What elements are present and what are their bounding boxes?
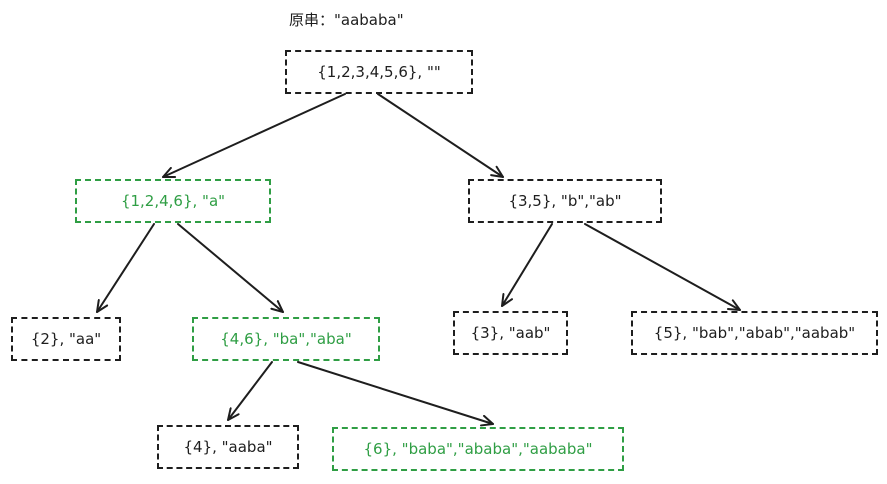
edge-root-to-b-ab: [377, 93, 504, 178]
node-root[interactable]: {1,2,3,4,5,6}, "": [285, 50, 473, 94]
node-bab[interactable]: {5}, "bab","abab","aabab": [631, 311, 878, 355]
node-baba[interactable]: {6}, "baba","ababa","aababa": [332, 427, 624, 471]
node-a[interactable]: {1,2,4,6}, "a": [75, 179, 271, 223]
edge-ba-aba-to-aaba: [227, 361, 273, 421]
edge-b-ab-to-bab: [584, 223, 741, 311]
node-aaba-label: {4}, "aaba": [183, 438, 273, 456]
node-b-ab-label: {3,5}, "b","ab": [508, 192, 622, 210]
node-baba-label: {6}, "baba","ababa","aababa": [363, 440, 593, 458]
edge-root-to-a: [162, 93, 346, 178]
edge-a-to-ba-aba: [177, 223, 284, 313]
node-aab[interactable]: {3}, "aab": [453, 311, 568, 355]
node-ba-aba[interactable]: {4,6}, "ba","aba": [192, 317, 380, 361]
node-root-label: {1,2,3,4,5,6}, "": [317, 63, 441, 81]
node-a-label: {1,2,4,6}, "a": [120, 192, 226, 210]
node-bab-label: {5}, "bab","abab","aabab": [653, 324, 856, 342]
node-aaba[interactable]: {4}, "aaba": [157, 425, 299, 469]
node-ba-aba-label: {4,6}, "ba","aba": [220, 330, 352, 348]
node-aa[interactable]: {2}, "aa": [11, 317, 121, 361]
original-string-title: 原串："aababa": [289, 11, 404, 29]
node-b-ab[interactable]: {3,5}, "b","ab": [468, 179, 662, 223]
node-aa-label: {2}, "aa": [30, 330, 102, 348]
edge-a-to-aa: [96, 223, 155, 313]
edge-b-ab-to-aab: [501, 223, 553, 307]
edge-ba-aba-to-baba: [297, 361, 494, 427]
node-aab-label: {3}, "aab": [470, 324, 551, 342]
